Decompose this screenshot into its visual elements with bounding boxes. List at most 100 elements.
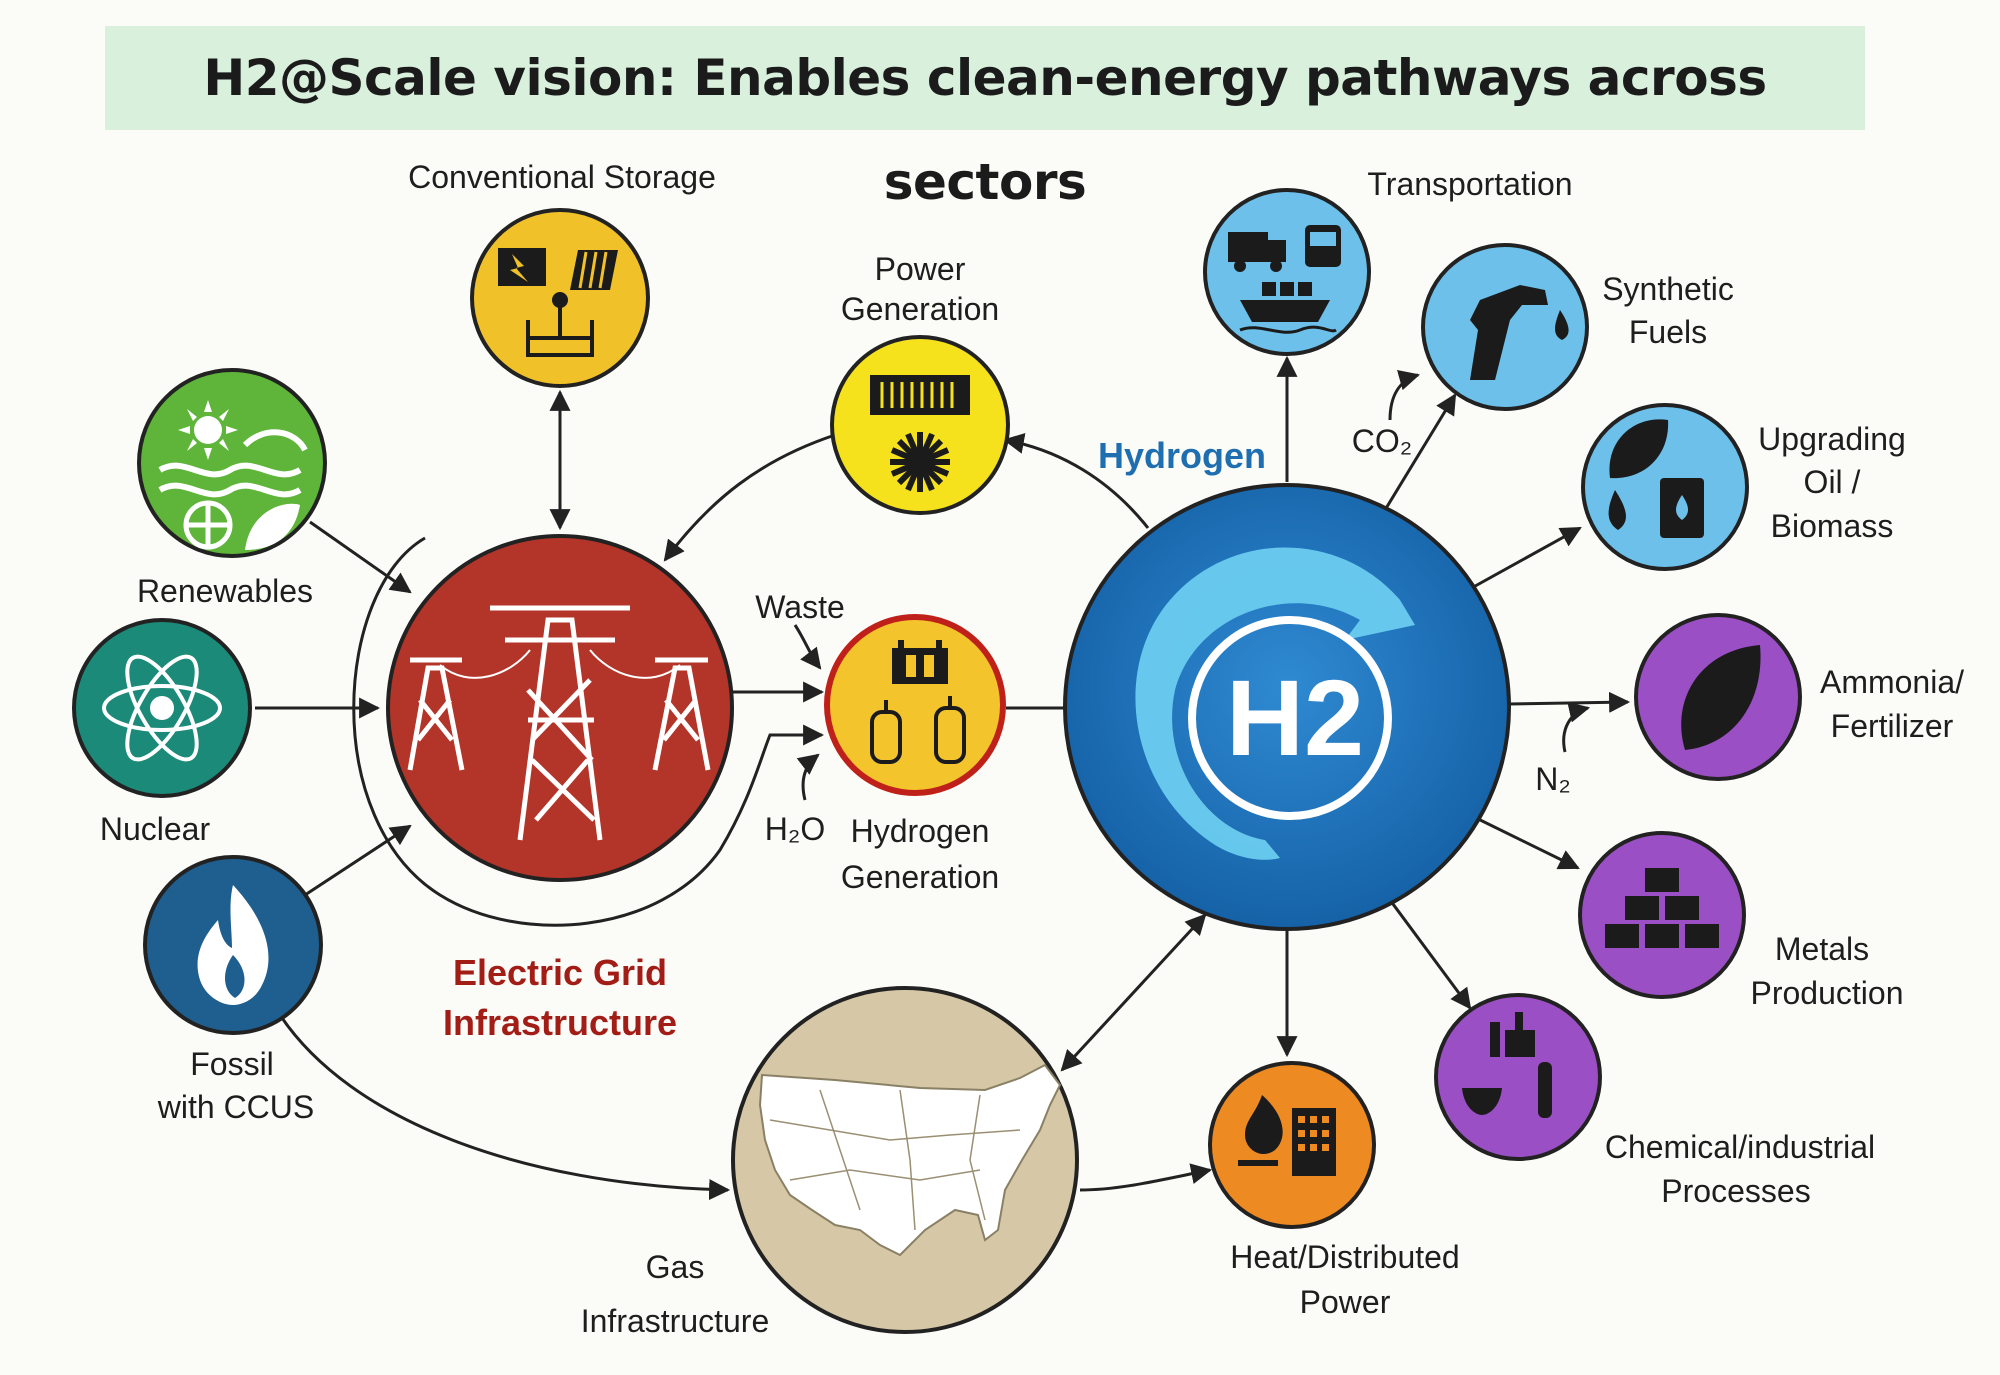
- waste-label: Waste: [755, 589, 845, 625]
- barrel-icon: [1660, 478, 1704, 538]
- arrow-h2-chemical: [1388, 899, 1472, 1010]
- metals-label-line2: Production: [1751, 975, 1904, 1011]
- renewables-label: Renewables: [137, 573, 313, 609]
- hydrogen-hub-node: H2: [1063, 483, 1511, 931]
- electrolyzer-icon: [892, 640, 948, 684]
- synthetic-fuels-label-line2: Fuels: [1629, 314, 1707, 350]
- arrow-gas-heat: [1079, 1163, 1213, 1192]
- n2-label: N₂: [1535, 761, 1571, 797]
- test-tube-icon: [1538, 1062, 1552, 1118]
- mortar-icon: [1462, 1088, 1502, 1115]
- co2-label: CO₂: [1352, 423, 1412, 459]
- chemical-label-line1: Chemical/industrial: [1605, 1129, 1875, 1165]
- fuel-cell-icon: [870, 375, 970, 415]
- oil-drop-icon: [1608, 490, 1626, 530]
- nuclear-label: Nuclear: [100, 811, 211, 847]
- water-label: H₂O: [765, 811, 825, 847]
- heat-node: [1208, 1061, 1376, 1229]
- fuel-nozzle-icon: [1470, 285, 1548, 380]
- gas-tank-icon: [870, 696, 966, 764]
- solar-panel-icon: [570, 250, 618, 290]
- building-icon: [1292, 1108, 1336, 1176]
- ammonia-label-line2: Fertilizer: [1831, 708, 1954, 744]
- sun-icon: [178, 400, 238, 460]
- arrow-waste: [793, 624, 822, 670]
- arrow-h2-gas: [1060, 913, 1207, 1072]
- arrow-renewables-grid: [309, 520, 412, 594]
- metal-ingots-icon: [1605, 868, 1719, 948]
- ship-icon: [1239, 282, 1337, 334]
- page-title: H2@Scale vision: Enables clean-energy pa…: [203, 49, 1767, 211]
- transportation-node: [1203, 188, 1371, 356]
- leaf-icon: [245, 503, 300, 550]
- grid-label-line1: Electric Grid: [453, 952, 667, 993]
- transportation-label: Transportation: [1367, 166, 1572, 202]
- grid-arc: [352, 536, 825, 927]
- globe-icon: [183, 500, 233, 550]
- turbine-icon: [890, 432, 950, 492]
- arrow-fossil-gas: [278, 1014, 731, 1201]
- fossil-node: [143, 855, 323, 1035]
- chemical-node: [1434, 993, 1602, 1161]
- power-gen-label-line1: Power: [875, 251, 966, 287]
- gas-infrastructure-node: [731, 986, 1079, 1334]
- metals-node: [1578, 831, 1746, 999]
- leaf-icon: [1609, 419, 1669, 479]
- grid-label-line2: Infrastructure: [443, 1002, 677, 1043]
- upgrading-label-line1: Upgrading: [1758, 421, 1906, 457]
- reservoir-icon: [526, 292, 594, 357]
- heat-label-line2: Power: [1300, 1284, 1391, 1320]
- upgrading-node: [1581, 403, 1749, 571]
- wave-icon: [158, 429, 308, 498]
- battery-icon: [498, 248, 546, 286]
- hydrogen-label: Hydrogen: [1098, 435, 1266, 476]
- metals-label-line1: Metals: [1775, 931, 1869, 967]
- arrow-h2-power: [1002, 433, 1150, 529]
- fossil-label-line2: with CCUS: [157, 1089, 314, 1125]
- flame-icon: [1245, 1095, 1283, 1155]
- storage-label: Conventional Storage: [408, 159, 716, 195]
- chemical-label-line2: Processes: [1661, 1173, 1810, 1209]
- arrow-h2-upgrading: [1467, 526, 1582, 592]
- arrow-power-grid: [663, 433, 836, 562]
- ammonia-node: [1634, 613, 1802, 781]
- storage-node: [470, 208, 650, 388]
- ammonia-label-line1: Ammonia/: [1820, 664, 1964, 700]
- gas-label-line2: Infrastructure: [581, 1303, 770, 1339]
- hydrogen-generation-node: [824, 614, 1006, 796]
- arrow-h2-ammonia: [1507, 691, 1631, 713]
- truck-icon: [1228, 232, 1286, 272]
- arrow-water: [796, 753, 820, 801]
- plant-leaf-icon: [1681, 645, 1761, 750]
- renewables-node: [137, 368, 327, 558]
- atom-icon: [102, 654, 222, 762]
- power-gen-label-line2: Generation: [841, 291, 999, 327]
- synthetic-fuels-node: [1421, 243, 1589, 411]
- arrow-fossil-grid: [304, 824, 412, 897]
- h2gen-label-line1: Hydrogen: [851, 813, 990, 849]
- transmission-tower-icon: [407, 605, 711, 841]
- power-generation-node: [830, 335, 1010, 515]
- factory-icon: [1490, 1012, 1535, 1057]
- gas-label-line1: Gas: [646, 1249, 705, 1285]
- heat-label-line1: Heat/Distributed: [1230, 1239, 1459, 1275]
- synthetic-fuels-label-line1: Synthetic: [1602, 271, 1734, 307]
- upgrading-label-line2: Oil /: [1804, 464, 1861, 500]
- arrow-h2-metals: [1469, 813, 1580, 870]
- arrow-h2-fuels: [1383, 393, 1457, 511]
- bus-icon: [1305, 225, 1341, 267]
- upgrading-label-line3: Biomass: [1771, 508, 1894, 544]
- nuclear-node: [72, 618, 252, 798]
- electric-grid-node: [386, 534, 734, 882]
- fuel-drop-icon: [1555, 310, 1569, 340]
- flame-icon: [197, 885, 269, 1005]
- fossil-label-line1: Fossil: [190, 1046, 274, 1082]
- h2gen-label-line2: Generation: [841, 859, 999, 895]
- arrow-co2: [1388, 369, 1421, 421]
- cycle-arrow-icon: [1135, 547, 1415, 860]
- arrow-n2: [1562, 701, 1591, 753]
- title-banner: H2@Scale vision: Enables clean-energy pa…: [105, 26, 1865, 211]
- connectors: [255, 355, 1631, 1201]
- h2-hub-text: H2: [1226, 657, 1364, 778]
